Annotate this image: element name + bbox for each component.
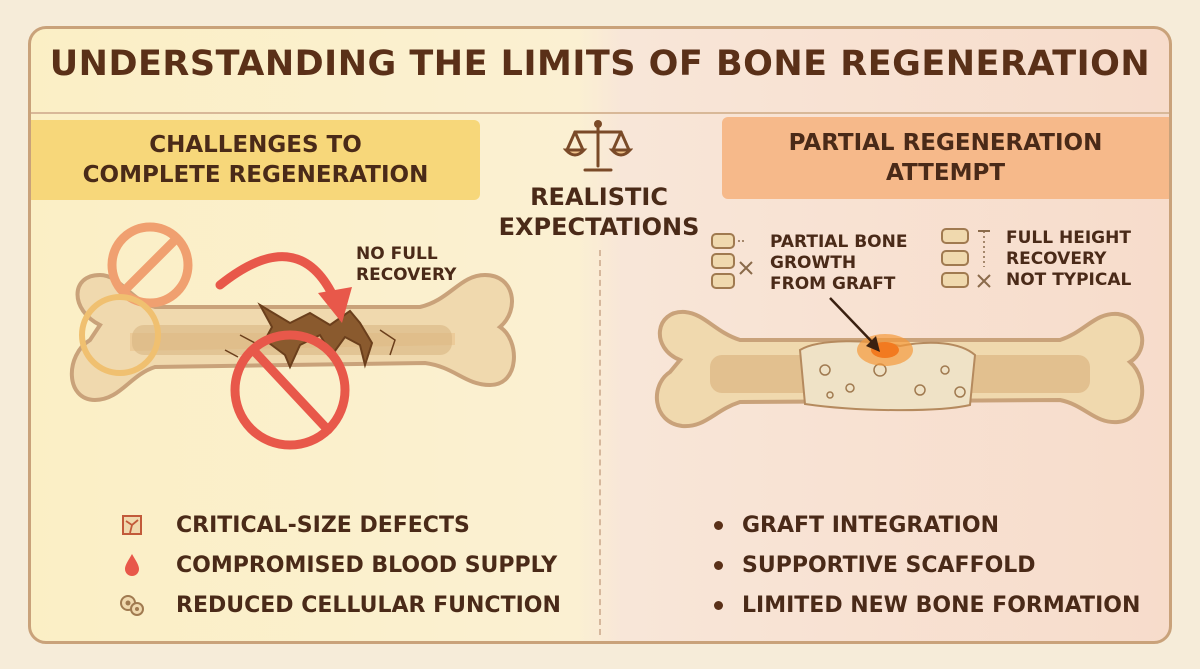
bullet-icon — [714, 560, 723, 570]
callout-line2: RECOVERY — [356, 265, 457, 285]
bullet-icon — [714, 600, 723, 610]
item-label: CRITICAL-SIZE DEFECTS — [176, 512, 470, 538]
recovery-arrow — [215, 252, 340, 305]
balance-scale-icon — [563, 118, 633, 176]
bullet-icon — [714, 520, 723, 530]
center-divider — [599, 250, 601, 635]
item-label: REDUCED CELLULAR FUNCTION — [176, 592, 561, 618]
list-item: GRAFT INTEGRATION — [710, 505, 1140, 545]
full-height-callout: FULL HEIGHT RECOVERY NOT TYPICAL — [1006, 228, 1131, 291]
left-challenge-list: CRITICAL-SIZE DEFECTS COMPROMISED BLOOD … — [118, 505, 561, 625]
callout-b-line3: NOT TYPICAL — [1006, 270, 1132, 290]
right-heading-line1: PARTIAL REGENERATION — [788, 130, 1103, 156]
blood-drop-icon — [118, 551, 158, 579]
partial-growth-callout: PARTIAL BONE GROWTH FROM GRAFT — [770, 232, 907, 295]
list-item: LIMITED NEW BONE FORMATION — [710, 585, 1140, 625]
callout-a-line1: PARTIAL BONE — [770, 232, 908, 252]
cells-icon — [118, 591, 158, 619]
callout-b-line1: FULL HEIGHT — [1006, 228, 1131, 248]
cracked-bone-icon — [118, 511, 158, 539]
list-item: REDUCED CELLULAR FUNCTION — [118, 585, 561, 625]
vertebra-icon-b — [940, 225, 1000, 295]
title-divider — [31, 112, 1169, 114]
graft-pointer-arrow — [829, 297, 880, 352]
vertebra-icon-a — [710, 232, 760, 294]
right-panel-heading: PARTIAL REGENERATION ATTEMPT — [722, 117, 1169, 199]
left-heading-line2: COMPLETE REGENERATION — [82, 162, 429, 188]
list-item: CRITICAL-SIZE DEFECTS — [118, 505, 561, 545]
left-heading-line1: CHALLENGES TO — [149, 132, 362, 158]
center-label-line1: REALISTIC — [530, 183, 668, 211]
callout-b-line2: RECOVERY — [1006, 249, 1107, 269]
item-label: SUPPORTIVE SCAFFOLD — [742, 552, 1036, 578]
center-label: REALISTIC EXPECTATIONS — [490, 182, 708, 242]
list-item: SUPPORTIVE SCAFFOLD — [710, 545, 1140, 585]
page-title: UNDERSTANDING THE LIMITS OF BONE REGENER… — [49, 44, 1151, 84]
item-label: COMPROMISED BLOOD SUPPLY — [176, 552, 558, 578]
callout-a-line3: FROM GRAFT — [770, 274, 896, 294]
broken-bone-illustration — [60, 215, 530, 485]
no-full-recovery-callout: NO FULL RECOVERY — [356, 244, 456, 286]
right-heading-line2: ATTEMPT — [885, 160, 1006, 186]
right-outcome-list: GRAFT INTEGRATION SUPPORTIVE SCAFFOLD LI… — [710, 505, 1140, 625]
left-panel-heading: CHALLENGES TO COMPLETE REGENERATION — [31, 120, 480, 200]
callout-a-line2: GROWTH — [770, 253, 857, 273]
center-label-line2: EXPECTATIONS — [498, 213, 700, 241]
item-label: GRAFT INTEGRATION — [742, 512, 999, 538]
item-label: LIMITED NEW BONE FORMATION — [742, 592, 1141, 618]
list-item: COMPROMISED BLOOD SUPPLY — [118, 545, 561, 585]
graft-bone-illustration — [640, 300, 1160, 480]
callout-line1: NO FULL — [356, 244, 438, 264]
